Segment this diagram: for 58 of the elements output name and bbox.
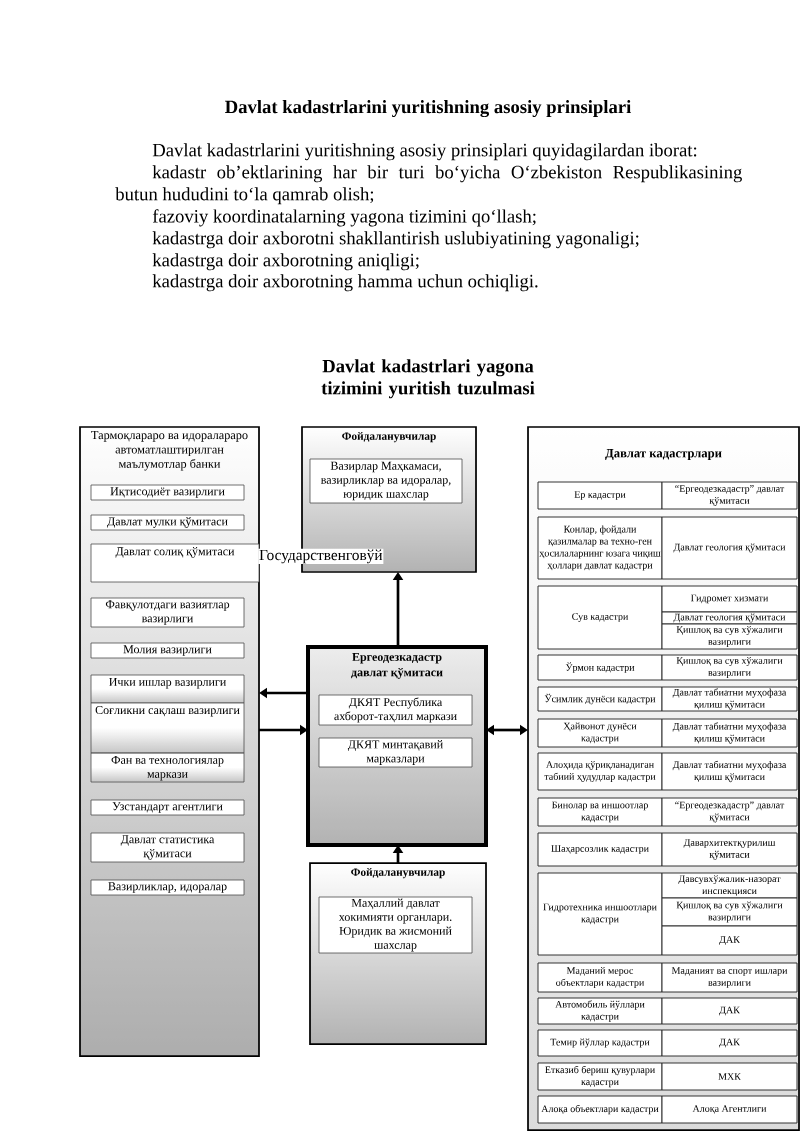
- table-cell: Алоқа Агентлиги: [661, 1095, 798, 1124]
- table-cell: Маданий мерос объектлари кадастри: [537, 962, 663, 993]
- paragraph: kadastrga doir axborotni shakllantirish uslubiyatining yagonaligi;: [152, 231, 639, 249]
- diagram-title: Davlat kadastrlari yagona tizimini yuritish tuzulmasi: [321, 359, 535, 399]
- table-cell: Қишлоқ ва сув хўжалиги вазирлиги: [661, 897, 798, 927]
- table-cell: Темир йўллар кадастри: [537, 1029, 663, 1057]
- table-cell: Алоқа объектлари кадастри: [537, 1095, 663, 1124]
- arrow: [486, 724, 528, 736]
- table-cell: Шаҳарсозлик кадастри: [537, 832, 663, 867]
- table-cell: “Ергеодезкадастр” давлат қўмитаси: [661, 797, 798, 827]
- table-cell: Давлат табиатни муҳофаза қилиш қўмитаси: [661, 686, 798, 712]
- table-cell: Етказиб бериш қувурлари кадастри: [537, 1062, 663, 1091]
- table-cell: Алоҳида қўриқланадиган табиий ҳудудлар кадастри: [537, 752, 663, 791]
- org-box: Вазирликлар, идоралар: [90, 879, 245, 896]
- org-box: ДКЯТ Республика ахборот-таҳлил маркази: [318, 694, 473, 726]
- table-cell: ДАК: [661, 925, 798, 956]
- table-cell: Ўсимлик дунёси кадастри: [537, 686, 663, 712]
- paragraph: fazoviy koordinatalarning yagona tizimini qo‘llash;: [152, 209, 536, 227]
- org-box: Фавқулотдаги вазиятлар вазирлиги: [90, 597, 245, 628]
- table-cell: Конлар, фойдали қазилмалар ва техно-ген ҳосилаларнинг юзага чиқиш ҳоллари давлат кадастри: [537, 516, 663, 580]
- org-box: Вазирлар Маҳкамаси, вазирликлар ва идоралар, юридик шахслар: [309, 458, 463, 504]
- table-cell: Давлат геология қўмитаси: [661, 611, 798, 625]
- table-cell: Гидротехника иншоотлари кадастри: [537, 872, 663, 956]
- table-cell: Давлат геология қўмитаси: [661, 516, 798, 580]
- table-cell: Қишлоқ ва сув хўжалиги вазирлиги: [661, 654, 798, 681]
- org-box: Фан ва технологиялар маркази: [90, 752, 245, 783]
- org-box: Маҳаллий давлат хокимияти органлари. Юридик ва жисмоний шахслар: [318, 896, 473, 954]
- overlapping-text: Государственговўй: [258, 548, 384, 565]
- table-cell: ДАК: [661, 997, 798, 1025]
- org-box: Иқтисодиёт вазирлиги: [90, 484, 245, 501]
- org-box: ДКЯТ минтақавий марказлари: [318, 737, 473, 768]
- table-cell: Давлат табиатни муҳофаза қилиш қўмитаси: [661, 752, 798, 791]
- table-cell: Маданият ва спорт ишлари вазирлиги: [661, 962, 798, 993]
- table-cell: Қишлоқ ва сув хўжалиги вазирлиги: [661, 623, 798, 650]
- paragraph: kadastr ob’ektlarining har bir turi bo‘yicha O‘zbekiston Respublikasining butun hududini to‘la qamrab olish;: [115, 165, 742, 205]
- paragraph: kadastrga doir axborotning hamma uchun ochiqligi.: [152, 274, 538, 292]
- table-cell: Давсувхўжалик-назорат инспекцияси: [661, 872, 798, 899]
- org-box: Давлат мулки қўмитаси: [90, 514, 245, 531]
- org-box: Узстандарт агентлиги: [90, 799, 245, 816]
- table-cell: МХК: [661, 1062, 798, 1091]
- paragraph: kadastrga doir axborotning aniqligi;: [152, 253, 419, 271]
- table-cell: Ўрмон кадастри: [537, 654, 663, 681]
- org-box: Давлат статистика қўмитаси: [90, 832, 245, 863]
- page-heading: Davlat kadastrlarini yuritishning asosiy prinsiplari: [225, 100, 632, 118]
- org-box: Ички ишлар вазирлиги: [90, 674, 245, 704]
- table-cell: Сув кадастри: [537, 585, 663, 650]
- org-box: Молия вазирлиги: [90, 642, 245, 659]
- table-cell: ДАК: [661, 1029, 798, 1057]
- table-cell: Ҳайвонот дунёси кадастри: [537, 718, 663, 748]
- org-box: Давлат солиқ қўмитаси: [90, 543, 260, 583]
- paragraph: Davlat kadastrlarini yuritishning asosiy prinsiplari quyidagilardan iborat:: [152, 143, 697, 161]
- org-box: Соғликни сақлаш вазирлиги: [90, 702, 245, 754]
- table-cell: Давлат табиатни муҳофаза қилиш қўмитаси: [661, 718, 798, 748]
- table-cell: Ер кадастри: [537, 481, 663, 510]
- table-cell: “Ергеодезкадастр” давлат қўмитаси: [661, 481, 798, 510]
- table-cell: Автомобиль йўллари кадастри: [537, 997, 663, 1025]
- table-cell: Давархитектқурилиш қўмитаси: [661, 832, 798, 867]
- table-cell: Бинолар ва иншоотлар кадастри: [537, 797, 663, 827]
